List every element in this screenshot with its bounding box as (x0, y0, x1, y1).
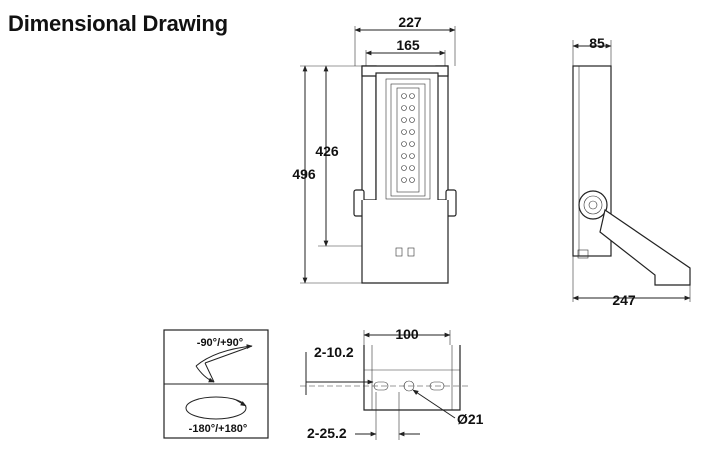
rotate-range-label: -180°/+180° (189, 423, 248, 435)
side-view: 85 247 (572, 35, 691, 308)
bracket-view: 100 2-10.2 2-25.2 Ø21 (300, 326, 484, 441)
dim-label-247: 247 (612, 292, 636, 308)
dim-label-slot-bottom: 2-25.2 (307, 425, 347, 441)
tilt-dial (578, 190, 608, 220)
rotate-ellipse (185, 396, 247, 420)
dim-label-496: 496 (292, 166, 316, 182)
dim-label-426: 426 (315, 143, 339, 159)
lamp-body (375, 72, 439, 206)
yoke-left-arm (361, 65, 377, 201)
led-module (385, 78, 431, 200)
dim-label-100: 100 (395, 326, 419, 342)
dim-label-165: 165 (396, 37, 420, 53)
front-view: 227 165 496 426 (292, 14, 457, 284)
dim-label-85: 85 (589, 35, 605, 51)
bracket-plate (363, 345, 461, 411)
dim-label-slot-top: 2-10.2 (314, 344, 354, 360)
dim-label-227: 227 (398, 14, 422, 30)
rotation-diagram: -90°/+90° -180°/+180° (163, 329, 269, 439)
mounting-base (361, 200, 449, 284)
led-array (401, 93, 415, 183)
page-title: Dimensional Drawing (8, 11, 228, 36)
dim-label-hole: Ø21 (457, 411, 484, 427)
mounting-arm (599, 209, 691, 286)
tilt-range-label: -90°/+90° (197, 337, 243, 349)
